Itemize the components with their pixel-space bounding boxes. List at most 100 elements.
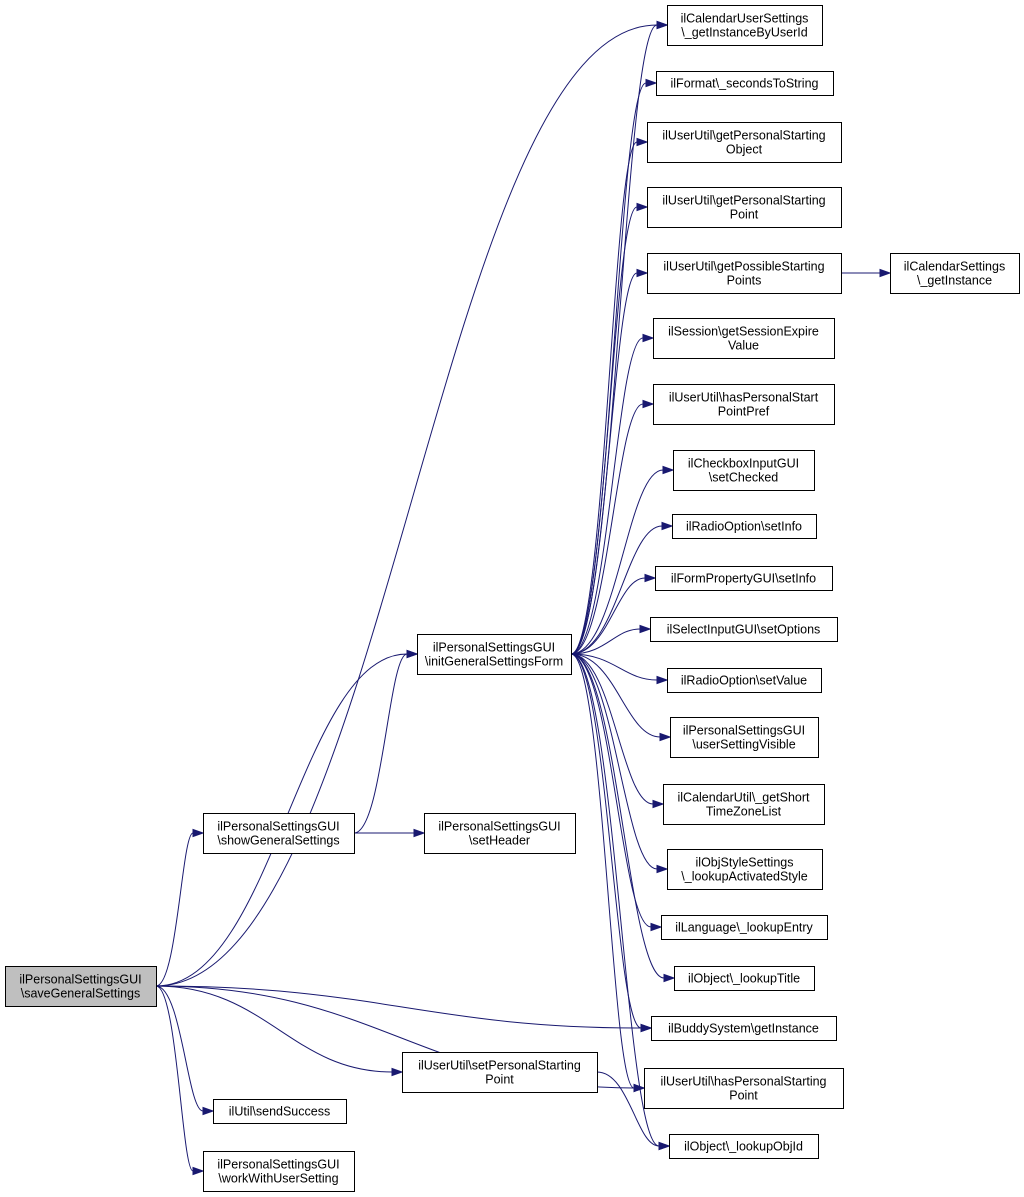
edge-init-to-forminfo (570, 573, 657, 655)
node-label-line: \setChecked (709, 471, 779, 485)
node-forminfo[interactable]: ilFormPropertyGUI\setInfo (655, 566, 833, 591)
node-box[interactable] (655, 566, 833, 591)
node-show[interactable]: ilPersonalSettingsGUI\showGeneralSetting… (203, 813, 355, 854)
node-box[interactable] (670, 717, 819, 758)
node-sectostr[interactable]: ilFormat\_secondsToString (656, 71, 834, 96)
node-label-line: Value (728, 339, 759, 353)
node-lookuptitle[interactable]: ilObject\_lookupTitle (674, 966, 815, 991)
node-box[interactable] (647, 253, 842, 294)
node-label-line: ilSelectInputGUI\setOptions (667, 623, 821, 637)
node-setheader[interactable]: ilPersonalSettingsGUI\setHeader (424, 813, 576, 854)
node-box[interactable] (667, 849, 823, 890)
edge-init-to-sectostr (570, 78, 658, 655)
node-box[interactable] (650, 617, 838, 642)
node-radioinfo[interactable]: ilRadioOption\setInfo (672, 514, 817, 539)
edge-init-to-radioinfo (570, 521, 674, 655)
node-box[interactable] (651, 1016, 837, 1041)
node-setoptions[interactable]: ilSelectInputGUI\setOptions (650, 617, 838, 642)
edge-init-to-sessexpire (570, 333, 655, 655)
node-setchecked[interactable]: ilCheckboxInputGUI\setChecked (673, 450, 815, 491)
node-box[interactable] (647, 187, 842, 228)
edge-save-to-buddy (155, 985, 653, 1033)
edge-line (570, 653, 658, 681)
arrowhead (642, 399, 655, 409)
edge-line (155, 24, 658, 987)
edge-getpossible-to-calsettings (841, 268, 892, 278)
node-lookupobjid[interactable]: ilObject\_lookupObjId (669, 1134, 819, 1159)
node-caluser[interactable]: ilCalendarUserSettings\_getInstanceByUse… (667, 5, 823, 46)
node-box[interactable] (667, 5, 823, 46)
node-box[interactable] (5, 966, 157, 1007)
node-radiovalue[interactable]: ilRadioOption\setValue (667, 668, 822, 693)
node-label-line: \workWithUserSetting (218, 1172, 338, 1186)
arrowhead (652, 799, 665, 809)
node-box[interactable] (661, 915, 828, 940)
edge-line (570, 653, 658, 870)
edge-save-to-setpsp (155, 985, 404, 1077)
node-uservisible[interactable]: ilPersonalSettingsGUI\userSettingVisible (670, 717, 819, 758)
node-box[interactable] (203, 1151, 355, 1192)
arrowhead (658, 1141, 671, 1151)
edge-init-to-setoptions (570, 624, 652, 655)
edge-line (155, 985, 194, 1172)
node-label-line: ilPersonalSettingsGUI (217, 820, 339, 834)
node-box[interactable] (647, 122, 842, 163)
edge-init-to-langentry (570, 653, 663, 932)
node-box[interactable] (653, 318, 835, 359)
node-box[interactable] (672, 514, 817, 539)
edge-line (155, 985, 642, 1029)
arrowhead (192, 828, 205, 838)
node-box[interactable] (890, 253, 1020, 294)
edge-show-to-setheader (353, 828, 426, 838)
node-langentry[interactable]: ilLanguage\_lookupEntry (661, 915, 828, 940)
edge-init-to-getpspt (570, 202, 649, 655)
node-box[interactable] (402, 1052, 598, 1093)
node-box[interactable] (674, 966, 815, 991)
node-box[interactable] (663, 784, 825, 825)
node-label-line: \initGeneralSettingsForm (425, 655, 563, 669)
node-objstyle[interactable]: ilObjStyleSettings\_lookupActivatedStyle (667, 849, 823, 890)
arrowhead (636, 137, 649, 147)
node-box[interactable] (644, 1068, 844, 1109)
node-box[interactable] (213, 1099, 347, 1124)
node-box[interactable] (424, 813, 576, 854)
node-label-line: ilObject\_lookupTitle (688, 972, 800, 986)
node-box[interactable] (673, 450, 815, 491)
node-box[interactable] (667, 668, 822, 693)
node-sendsuccess[interactable]: ilUtil\sendSuccess (213, 1099, 347, 1124)
node-label-line: Object (726, 143, 763, 157)
edge-line (570, 653, 635, 1089)
node-box[interactable] (669, 1134, 819, 1159)
node-box[interactable] (203, 813, 355, 854)
node-box[interactable] (417, 634, 572, 675)
edge-line (570, 403, 644, 655)
node-buddy[interactable]: ilBuddySystem\getInstance (651, 1016, 837, 1041)
edge-init-to-getpso (570, 137, 649, 655)
edge-line (570, 272, 638, 655)
edge-show-to-init (353, 649, 419, 834)
edge-line (353, 653, 408, 834)
node-save[interactable]: ilPersonalSettingsGUI\saveGeneralSetting… (5, 966, 157, 1007)
node-box[interactable] (656, 71, 834, 96)
node-calsettings[interactable]: ilCalendarSettings\_getInstance (890, 253, 1020, 294)
node-label-line: \userSettingVisible (692, 738, 795, 752)
edge-line (570, 628, 641, 655)
node-box[interactable] (653, 384, 835, 425)
arrowhead (633, 1083, 646, 1093)
arrowhead (636, 202, 649, 212)
arrowhead (662, 465, 675, 475)
node-label-line: ilUserUtil\hasPersonalStarting (660, 1075, 826, 1089)
edge-init-to-objstyle (570, 653, 669, 874)
node-workwith[interactable]: ilPersonalSettingsGUI\workWithUserSettin… (203, 1151, 355, 1192)
edge-line (570, 206, 638, 655)
node-init[interactable]: ilPersonalSettingsGUI\initGeneralSetting… (417, 634, 572, 675)
node-label-line: ilRadioOption\setValue (681, 674, 807, 688)
